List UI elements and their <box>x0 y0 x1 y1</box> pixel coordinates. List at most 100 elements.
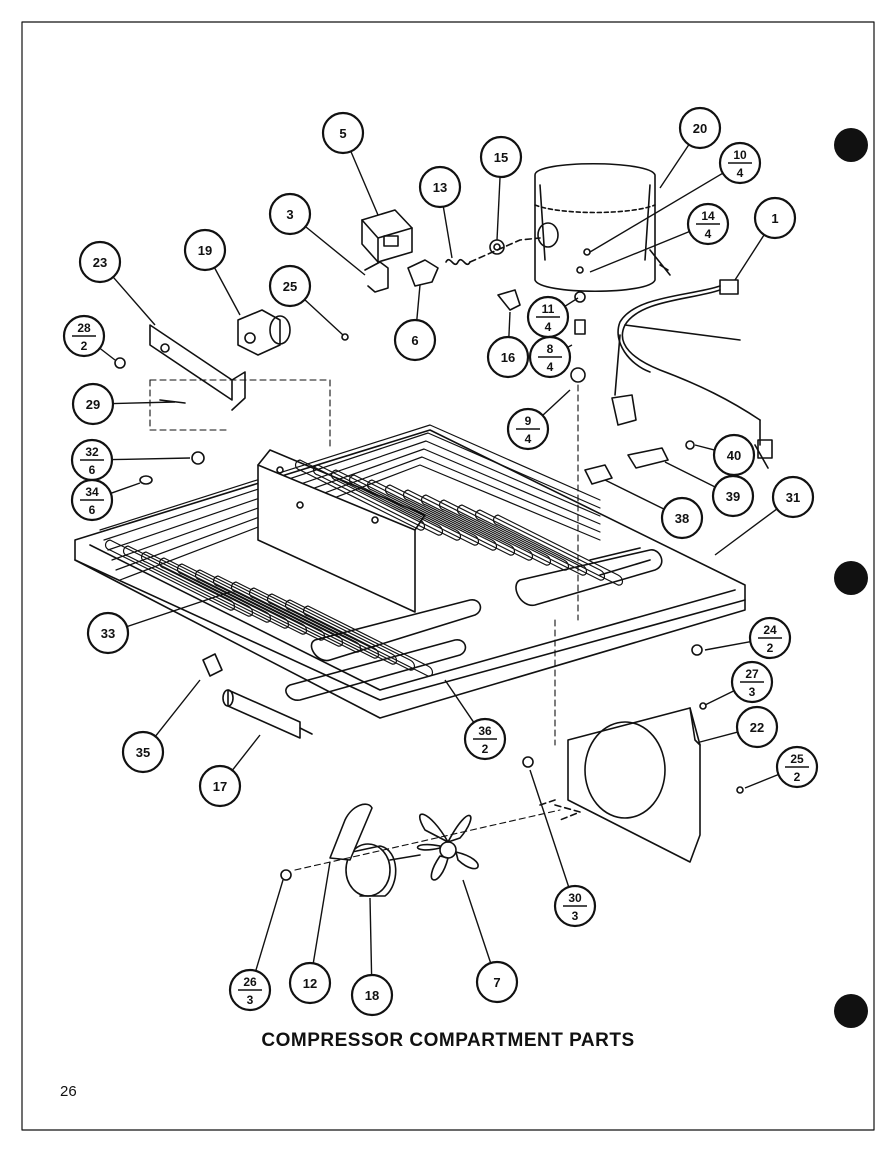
screw <box>699 702 707 710</box>
screw <box>736 786 744 794</box>
callout-part-number: 26 <box>243 975 257 989</box>
callout-part-number: 22 <box>750 720 764 735</box>
leader-line <box>350 151 379 216</box>
callout-c17: 17 <box>198 734 261 808</box>
callout-c31: 31 <box>714 475 815 556</box>
callout-c16: 16 <box>486 311 530 379</box>
diagram-title: COMPRESSOR COMPARTMENT PARTS <box>261 1030 635 1051</box>
callout-c8: 84 <box>528 335 573 379</box>
callout-part-number: 40 <box>727 448 741 463</box>
clip <box>364 261 389 293</box>
callout-part-number: 33 <box>101 626 115 641</box>
nut <box>191 451 205 465</box>
callout-c32: 326 <box>70 438 191 482</box>
callout-quantity: 4 <box>705 227 712 241</box>
leader-line <box>744 773 779 789</box>
callout-part-number: 6 <box>411 333 418 348</box>
callout-c7: 7 <box>462 879 519 1004</box>
callout-bubble <box>475 960 519 1004</box>
callout-c36: 362 <box>444 679 507 761</box>
callout-quantity: 3 <box>572 909 579 923</box>
leader-line <box>416 284 421 321</box>
leader-line <box>231 734 261 771</box>
callout-part-number: 25 <box>283 279 297 294</box>
page-number: 26 <box>60 1083 77 1100</box>
binder-hole <box>834 994 868 1028</box>
callout-c10: 10 4 <box>589 141 762 253</box>
callout-c5: 5 <box>321 111 379 216</box>
callout-part-number: 10 <box>733 148 747 162</box>
leader-line <box>589 172 724 253</box>
terminal-cover <box>407 259 439 287</box>
screw <box>280 869 292 881</box>
leader-line <box>312 861 331 964</box>
callout-c11: 114 <box>526 295 579 339</box>
callout-part-number: 20 <box>693 121 707 136</box>
callout-bubble <box>753 196 797 240</box>
filter-drier <box>202 653 313 739</box>
leader-line <box>304 299 344 336</box>
callout-bubble <box>183 228 227 272</box>
leader-line <box>369 897 373 976</box>
leader-line <box>529 769 570 888</box>
callout-c15: 15 <box>479 135 523 241</box>
callout-part-number: 15 <box>494 150 508 165</box>
callout-c20: 20 <box>659 106 722 189</box>
callout-bubble <box>711 474 755 518</box>
leader-line <box>462 879 492 964</box>
callout-part-number: 25 <box>790 752 804 766</box>
callout-part-number: 38 <box>675 511 689 526</box>
callout-quantity: 4 <box>547 360 554 374</box>
leader-line <box>112 401 176 405</box>
callout-part-number: 5 <box>339 126 346 141</box>
leader-line <box>442 206 453 259</box>
callout-c6: 6 <box>393 284 437 362</box>
leader-line <box>305 226 366 276</box>
callout-c12: 12 <box>288 861 332 1005</box>
binder-hole <box>834 128 868 162</box>
callout-bubble <box>198 764 242 808</box>
leader-line <box>704 690 735 706</box>
callout-c1: 1 <box>734 196 797 281</box>
mount-parts <box>570 248 591 621</box>
relay <box>361 209 413 263</box>
leader-line <box>694 444 715 451</box>
callout-part-number: 3 <box>286 207 293 222</box>
callout-c35: 35 <box>121 679 201 774</box>
callout-c19: 19 <box>183 228 241 316</box>
callout-c22: 22 <box>699 705 779 749</box>
callout-part-number: 7 <box>493 975 500 990</box>
callout-c23: 23 <box>78 240 156 326</box>
callout-part-number: 12 <box>303 976 317 991</box>
callout-part-number: 27 <box>745 667 759 681</box>
callout-bubble <box>771 475 815 519</box>
callout-bubble <box>71 382 115 426</box>
fan-blade <box>416 813 479 881</box>
callout-part-number: 29 <box>86 397 100 412</box>
callout-part-number: 23 <box>93 255 107 270</box>
callout-quantity: 3 <box>247 993 254 1007</box>
wire-harness <box>611 279 773 469</box>
washer <box>139 475 153 485</box>
mounting-bracket <box>149 324 246 411</box>
callout-bubble <box>418 165 462 209</box>
leader-line <box>604 479 665 510</box>
callout-part-number: 16 <box>501 350 515 365</box>
motor-bracket <box>329 803 373 861</box>
leader-line <box>664 461 716 488</box>
callout-bubble <box>486 335 530 379</box>
callout-bubble <box>479 135 523 179</box>
condenser-coil <box>99 424 624 677</box>
callout-part-number: 18 <box>365 988 379 1003</box>
callout-quantity: 2 <box>81 339 88 353</box>
callout-bubble <box>288 961 332 1005</box>
callout-c30: 303 <box>529 769 597 928</box>
callout-part-number: 39 <box>726 489 740 504</box>
leader-line <box>99 347 116 361</box>
callout-part-number: 34 <box>85 485 99 499</box>
callout-quantity: 4 <box>525 432 532 446</box>
callout-bubble <box>78 240 122 284</box>
